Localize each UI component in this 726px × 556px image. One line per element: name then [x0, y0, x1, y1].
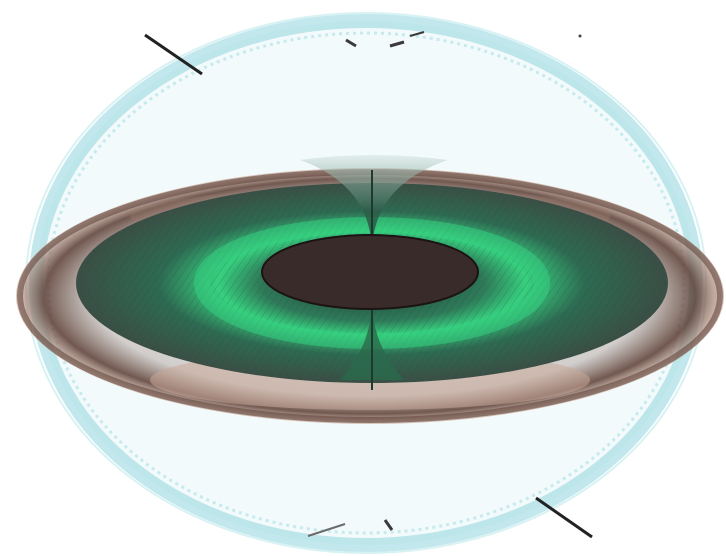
leader-line-bottom-right: [535, 496, 593, 539]
leader-line-top-left: [144, 33, 203, 76]
leader-lines: [144, 33, 593, 539]
top-gap-marks: [345, 31, 582, 48]
pupil: [261, 234, 479, 310]
bottom-gap-marks: [307, 519, 394, 537]
